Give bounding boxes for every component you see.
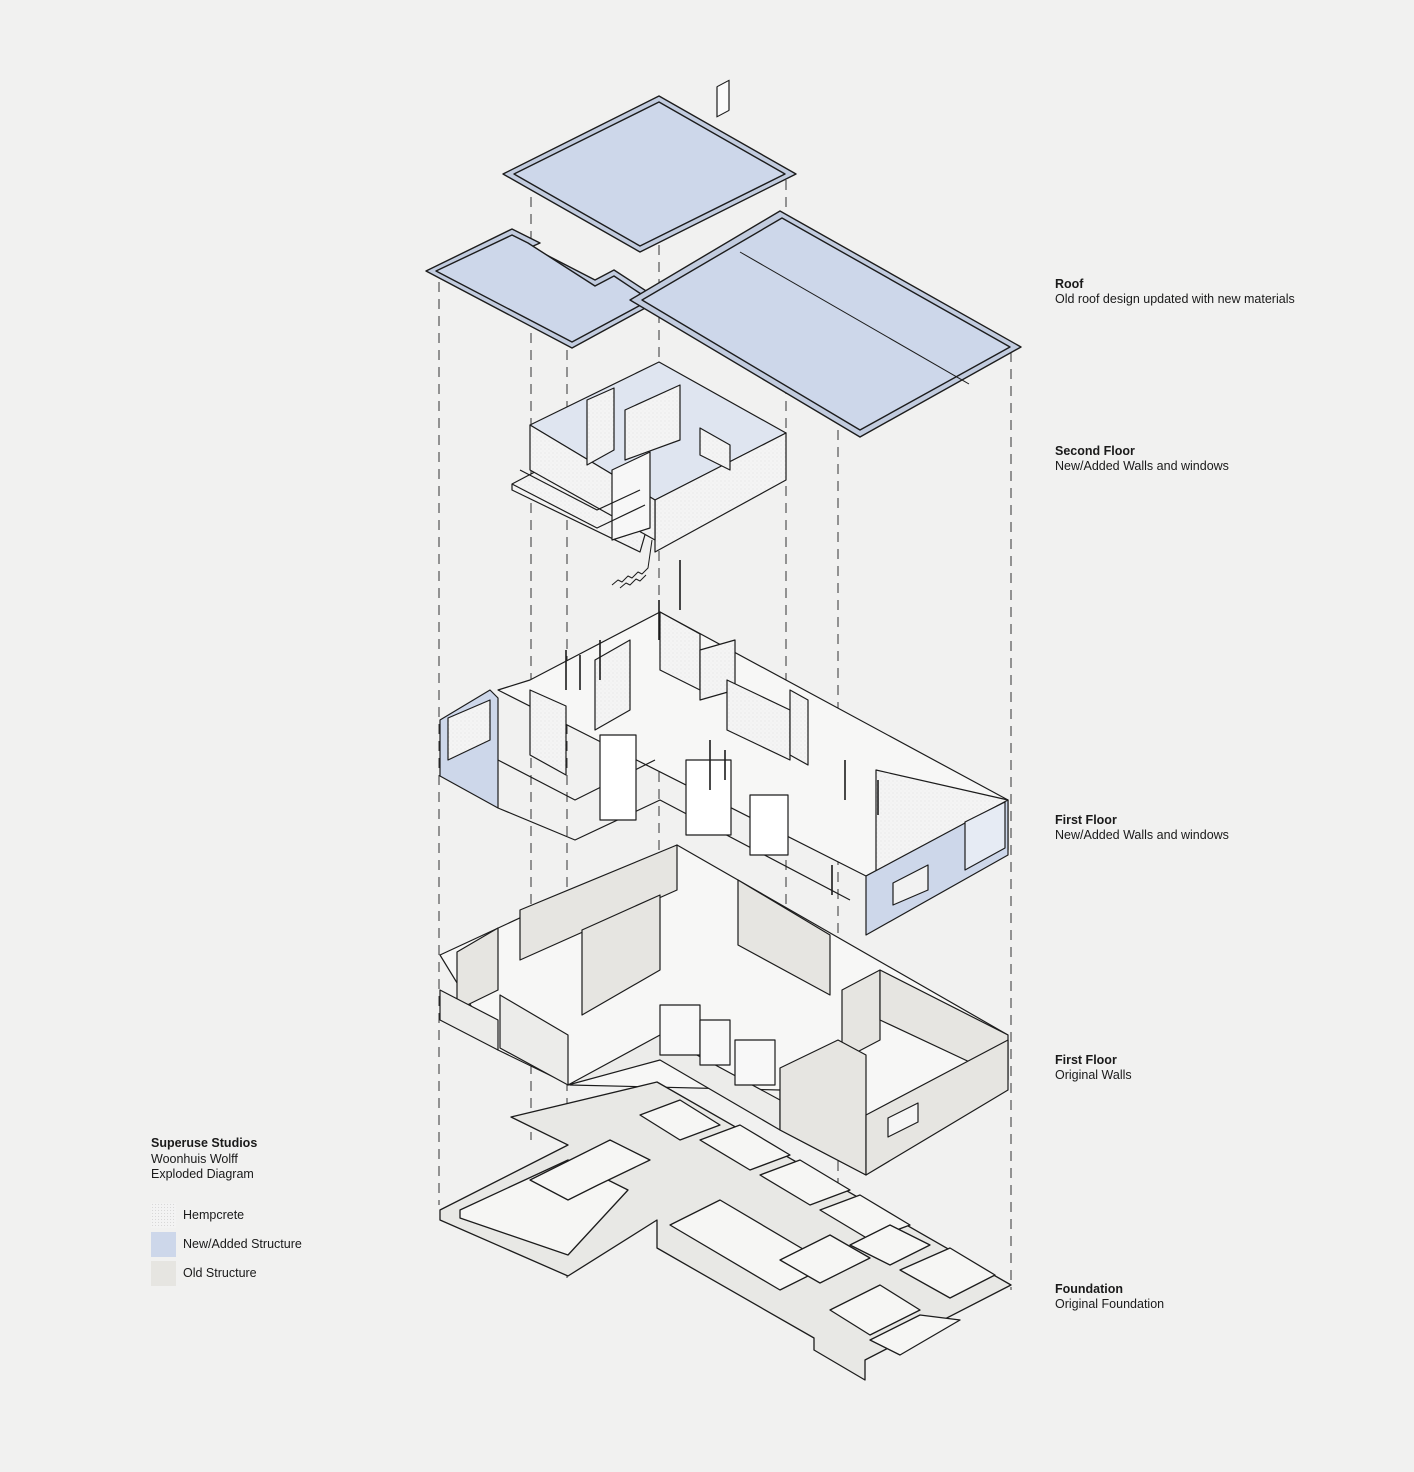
roof-label: Roof Old roof design updated with new ma… — [1055, 277, 1295, 307]
first-floor-original-layer — [439, 844, 1009, 1176]
layer-title: First Floor — [1055, 813, 1117, 827]
layer-description: Old roof design updated with new materia… — [1055, 292, 1295, 306]
upper-roof-top — [513, 101, 786, 247]
lower-roof-right-top — [641, 217, 1011, 431]
legend-label: Hempcrete — [183, 1208, 245, 1222]
first-floor-new-layer — [439, 560, 1009, 936]
project-name: Woonhuis Wolff — [151, 1151, 238, 1166]
layer-description: New/Added Walls and windows — [1055, 828, 1229, 842]
credits-block: Superuse Studios Woonhuis Wolff Exploded… — [151, 1136, 257, 1183]
foundation-label: Foundation Original Foundation — [1055, 1282, 1164, 1312]
roof-layer — [425, 95, 1022, 438]
legend-label: Old Structure — [183, 1266, 257, 1280]
second-floor-layer — [511, 79, 787, 589]
layer-title: Second Floor — [1055, 444, 1135, 458]
new-structure-swatch — [151, 1232, 176, 1257]
lower-roof-left-top — [435, 234, 651, 343]
hempcrete-swatch — [151, 1203, 176, 1228]
layer-title: Foundation — [1055, 1282, 1124, 1296]
layer-title: First Floor — [1055, 1053, 1117, 1067]
legend-label: New/Added Structure — [183, 1237, 302, 1251]
first-floor-original-label: First Floor Original Walls — [1055, 1053, 1132, 1083]
old-structure-swatch — [151, 1261, 176, 1286]
studio-name: Superuse Studios — [151, 1136, 258, 1150]
foundation-layer — [439, 1081, 1012, 1381]
drawing-type: Exploded Diagram — [151, 1167, 254, 1181]
first-floor-new-label: First Floor New/Added Walls and windows — [1055, 813, 1229, 843]
layer-description: Original Foundation — [1055, 1297, 1165, 1311]
stair — [611, 539, 653, 589]
layer-description: Original Walls — [1055, 1068, 1132, 1082]
second-floor-label: Second Floor New/Added Walls and windows — [1055, 444, 1229, 474]
layer-description: New/Added Walls and windows — [1055, 459, 1229, 473]
layer-title: Roof — [1055, 277, 1084, 291]
